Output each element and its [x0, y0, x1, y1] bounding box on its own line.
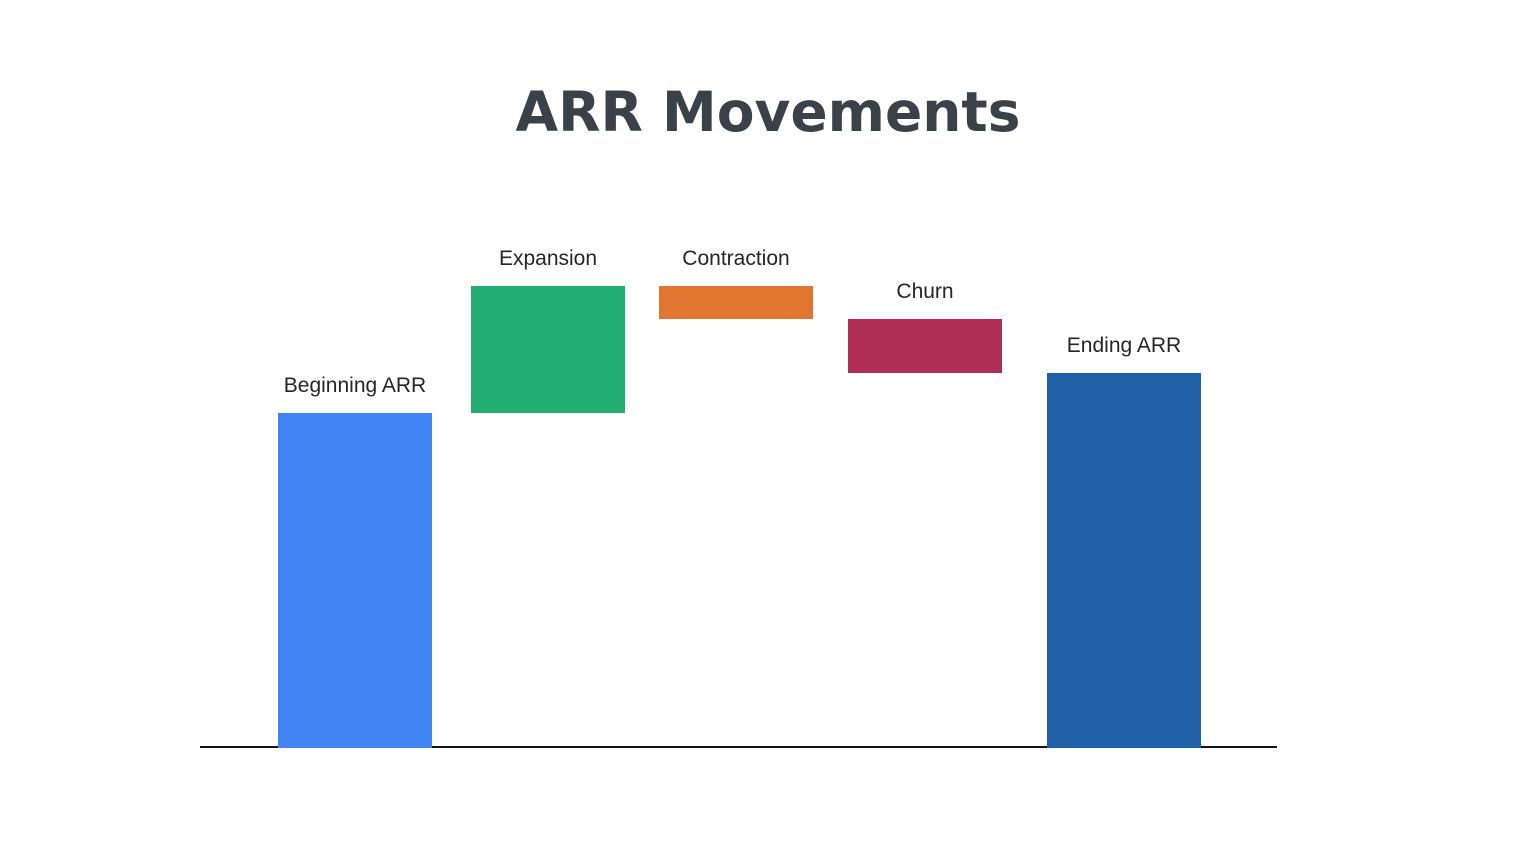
bar-label-ending-arr: Ending ARR [1066, 333, 1182, 357]
bar-expansion [471, 285, 625, 413]
bar-beginning-arr [278, 413, 432, 748]
bar-label-expansion: Expansion [498, 246, 598, 270]
bar-churn [848, 319, 1002, 373]
bar-ending-arr [1047, 372, 1201, 748]
bar-label-contraction: Contraction [682, 246, 790, 270]
x-axis-line [200, 746, 1277, 748]
chart-title: ARR Movements [515, 80, 1021, 144]
bar-label-churn: Churn [896, 280, 954, 304]
bar-contraction [659, 285, 813, 320]
bar-label-beginning-arr: Beginning ARR [283, 374, 427, 397]
